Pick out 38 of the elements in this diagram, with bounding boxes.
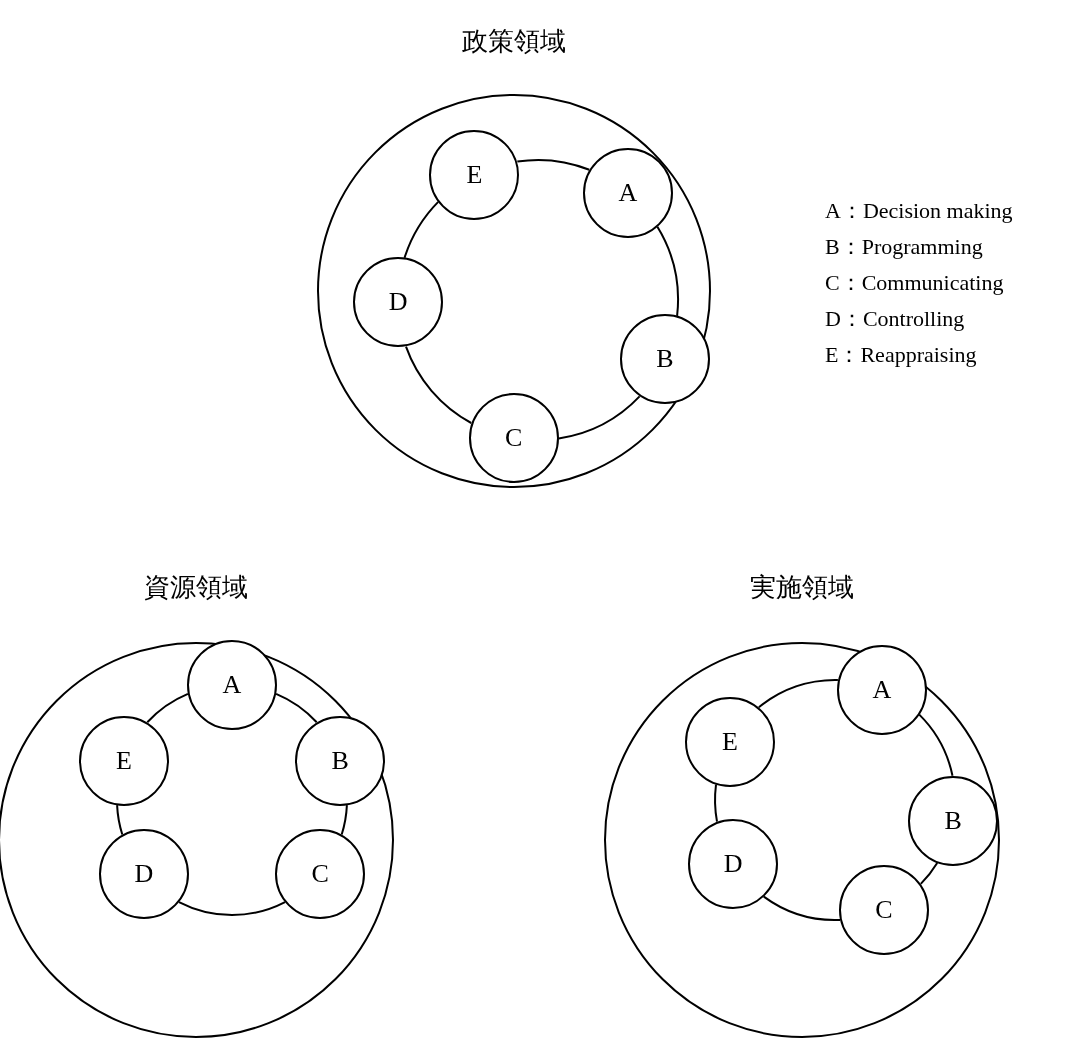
ring-arc	[919, 861, 939, 885]
ring-arc	[116, 804, 124, 836]
ring-arc	[403, 200, 440, 259]
ring-arc	[656, 225, 679, 317]
function-circle: A	[187, 640, 277, 730]
region-heading: 実施領域	[749, 571, 855, 604]
ring-arc	[918, 713, 954, 777]
key-text: A：Decision making	[825, 197, 1013, 225]
function-circle: E	[429, 130, 520, 221]
function-circle: A	[836, 644, 927, 735]
function-circle: E	[685, 696, 776, 787]
ring-arc	[762, 895, 841, 921]
region-heading: 政策領域	[461, 25, 567, 58]
key-text: B：Programming	[825, 233, 983, 261]
function-circle: C	[838, 864, 929, 955]
function-circle: B	[908, 775, 999, 866]
function-circle: A	[583, 147, 673, 238]
ring-arc	[516, 159, 591, 171]
function-circle: B	[295, 715, 386, 806]
function-circle: D	[688, 818, 779, 909]
ring-arc	[340, 804, 348, 836]
function-circle: B	[619, 314, 710, 405]
key-text: C：Communicating	[825, 269, 1004, 297]
function-circle: C	[275, 828, 366, 919]
ring-arc	[146, 692, 189, 724]
ring-arc	[178, 901, 286, 917]
ring-arc	[275, 692, 318, 724]
ring-arc	[405, 345, 473, 424]
function-circle: C	[468, 392, 559, 483]
ring-arc	[557, 395, 641, 440]
function-circle: D	[98, 828, 189, 919]
ring-arc	[757, 679, 839, 709]
key-text: D：Controlling	[825, 305, 965, 333]
key-text: E：Reappraising	[825, 341, 977, 369]
ring-arc	[714, 783, 718, 823]
region-heading: 資源領域	[143, 571, 249, 604]
function-circle: D	[353, 257, 443, 348]
function-circle: E	[78, 715, 169, 806]
